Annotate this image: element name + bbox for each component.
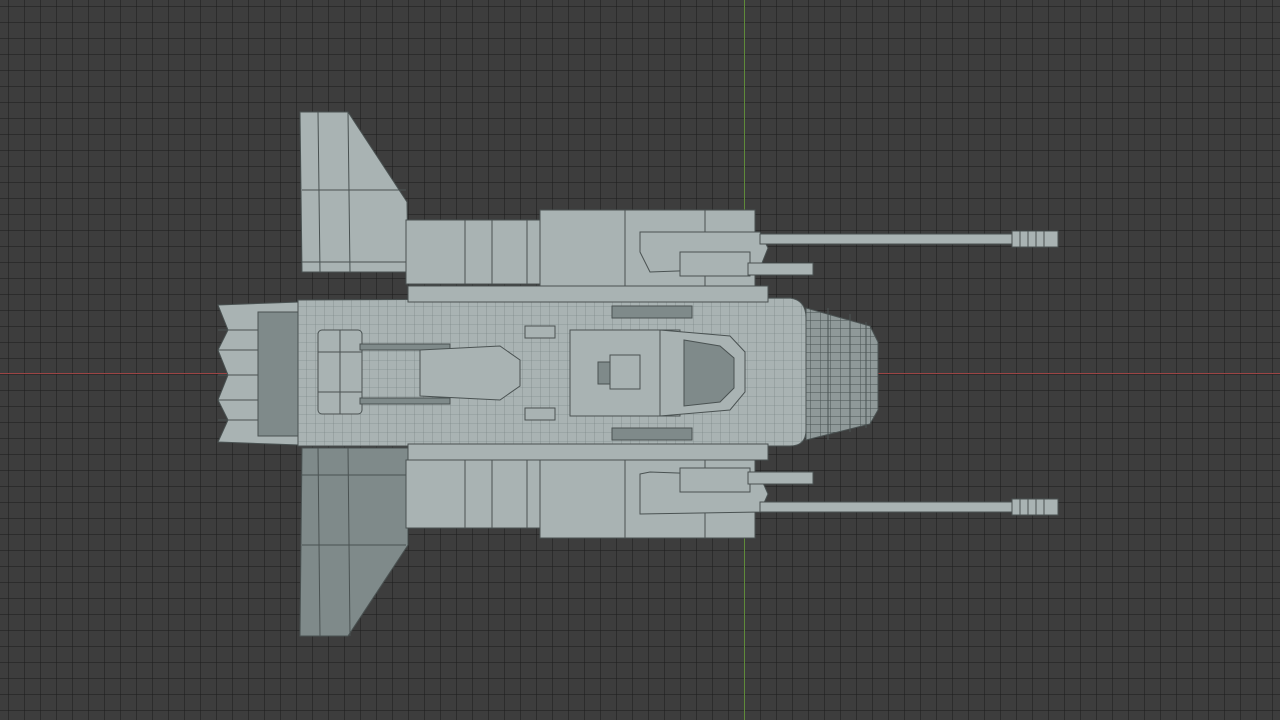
deck-details	[317, 305, 746, 441]
lower-cannon	[639, 467, 1059, 516]
rear-thrusters	[217, 301, 301, 446]
lower-fin	[299, 447, 409, 637]
upper-cannon	[639, 230, 1059, 277]
nose-vent-grille	[805, 307, 879, 441]
upper-fin	[299, 111, 409, 273]
